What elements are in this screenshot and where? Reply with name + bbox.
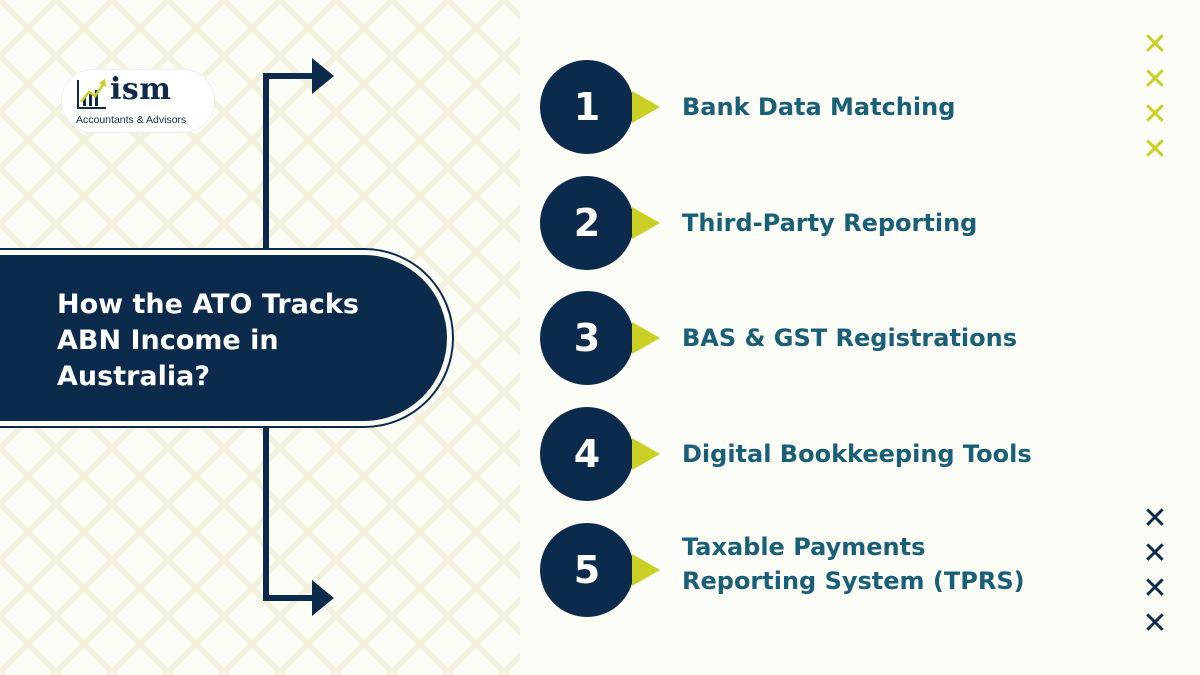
pointer-triangle-icon bbox=[632, 207, 660, 239]
step-item-3: 3 BAS & GST Registrations bbox=[540, 291, 1180, 385]
step-label: BAS & GST Registrations bbox=[682, 324, 1018, 352]
x-mark-icon: ✕ bbox=[1142, 27, 1168, 62]
step-label-text: Taxable Payments Reporting System (TPRS) bbox=[682, 533, 1025, 595]
step-number-badge: 3 bbox=[540, 291, 634, 385]
bracket-connector bbox=[263, 58, 334, 616]
logo-wordmark: ism bbox=[110, 72, 172, 107]
step-number-badge: 5 bbox=[540, 523, 634, 617]
company-logo: ism Accountants & Advisors bbox=[62, 70, 214, 132]
arrow-right-icon bbox=[312, 580, 334, 616]
x-mark-icon: ✕ bbox=[1142, 501, 1168, 536]
x-mark-icon: ✕ bbox=[1142, 606, 1168, 641]
x-mark-icon: ✕ bbox=[1142, 536, 1168, 571]
pointer-triangle-icon bbox=[632, 438, 660, 470]
growth-chart-icon bbox=[77, 79, 107, 109]
pointer-triangle-icon bbox=[632, 554, 660, 586]
step-label: Third-Party Reporting bbox=[682, 209, 978, 237]
step-label: Taxable Payments Reporting System (TPRS) bbox=[682, 530, 1062, 598]
x-mark-icon: ✕ bbox=[1142, 571, 1168, 606]
x-mark-icon: ✕ bbox=[1142, 97, 1168, 132]
step-number-badge: 2 bbox=[540, 176, 634, 270]
step-number-badge: 1 bbox=[540, 60, 634, 154]
decor-x-column-bottom: ✕ ✕ ✕ ✕ bbox=[1142, 501, 1168, 646]
step-item-2: 2 Third-Party Reporting bbox=[540, 176, 1180, 270]
x-mark-icon: ✕ bbox=[1142, 62, 1168, 97]
arrow-right-icon bbox=[312, 58, 334, 94]
title-banner: How the ATO Tracks ABN Income in Austral… bbox=[0, 250, 452, 426]
step-item-5: 5 Taxable Payments Reporting System (TPR… bbox=[540, 523, 1180, 617]
step-item-1: 1 Bank Data Matching bbox=[540, 60, 1180, 154]
logo-tagline: Accountants & Advisors bbox=[76, 114, 187, 126]
step-label: Digital Bookkeeping Tools bbox=[682, 440, 1032, 468]
step-item-4: 4 Digital Bookkeeping Tools bbox=[540, 407, 1180, 501]
page-title: How the ATO Tracks ABN Income in Austral… bbox=[57, 289, 359, 392]
step-label: Bank Data Matching bbox=[682, 93, 956, 121]
step-number-badge: 4 bbox=[540, 407, 634, 501]
decor-x-column-top: ✕ ✕ ✕ ✕ bbox=[1142, 27, 1168, 172]
pointer-triangle-icon bbox=[632, 91, 660, 123]
x-mark-icon: ✕ bbox=[1142, 132, 1168, 167]
pointer-triangle-icon bbox=[632, 322, 660, 354]
